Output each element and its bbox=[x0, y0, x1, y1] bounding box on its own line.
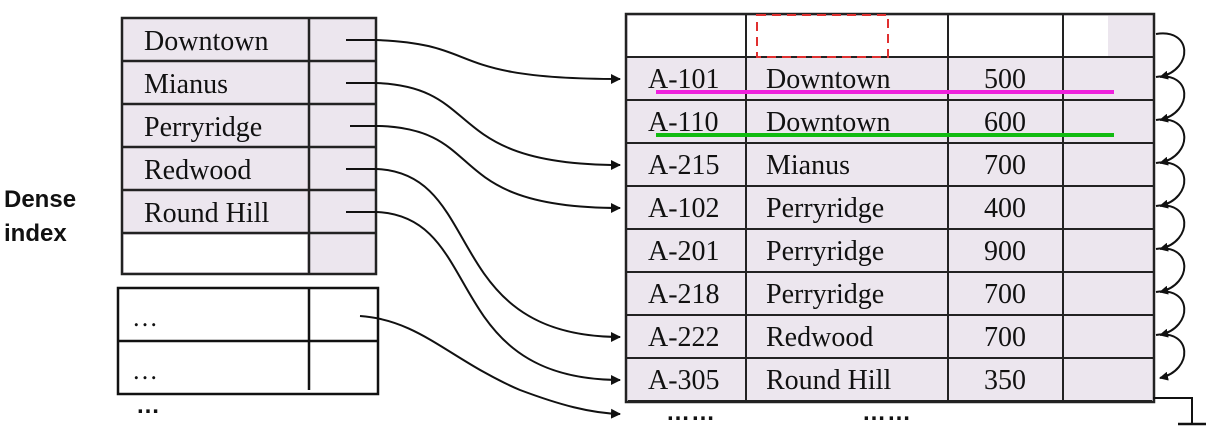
chain-pointer-arrow bbox=[1155, 247, 1186, 295]
record-branch: Perryridge bbox=[766, 236, 884, 267]
record-chain-pointers bbox=[1155, 32, 1186, 381]
index-entry: Redwood bbox=[144, 155, 251, 186]
record-branch: Downtown bbox=[766, 107, 890, 138]
overflow-more: … bbox=[136, 392, 161, 419]
file-more-left: …… bbox=[666, 399, 716, 426]
record-balance: 700 bbox=[984, 279, 1026, 310]
overflow-entry-1: … bbox=[132, 303, 158, 332]
index-entry: Downtown bbox=[144, 26, 268, 57]
chain-pointer-arrow bbox=[1155, 32, 1186, 80]
record-account: A-218 bbox=[648, 279, 720, 310]
chain-pointer-arrow bbox=[1155, 290, 1186, 338]
overflow-entry-2: … bbox=[132, 356, 158, 385]
file-more-right: …… bbox=[862, 399, 912, 426]
record-account: A-222 bbox=[648, 322, 720, 353]
record-balance: 600 bbox=[984, 107, 1026, 138]
record-balance: 900 bbox=[984, 236, 1026, 267]
overflow-pointer-arrow bbox=[359, 315, 621, 419]
chain-pointer-arrow bbox=[1155, 333, 1186, 381]
record-account: A-101 bbox=[648, 64, 720, 95]
chain-pointer-arrow bbox=[1155, 118, 1186, 166]
index-pointer-arrow bbox=[346, 39, 621, 84]
record-account: A-102 bbox=[648, 193, 720, 224]
dense-label-line2: index bbox=[4, 220, 67, 247]
record-account: A-201 bbox=[648, 236, 720, 267]
header-dashed-box bbox=[756, 14, 889, 58]
null-pointer-icon bbox=[1153, 397, 1206, 426]
index-entry: Mianus bbox=[144, 69, 228, 100]
record-account: A-305 bbox=[648, 365, 720, 396]
index-pointer-arrow bbox=[346, 168, 621, 342]
index-entry: Round Hill bbox=[144, 198, 269, 229]
record-account: A-110 bbox=[648, 107, 719, 138]
record-balance: 700 bbox=[984, 150, 1026, 181]
index-empty-slot bbox=[124, 235, 307, 272]
index-pointer-arrow bbox=[350, 125, 621, 213]
record-account: A-215 bbox=[648, 150, 720, 181]
dense-label-line1: Dense bbox=[4, 186, 76, 213]
record-branch: Round Hill bbox=[766, 365, 891, 396]
record-branch: Mianus bbox=[766, 150, 850, 181]
record-branch: Perryridge bbox=[766, 193, 884, 224]
index-entry: Perryridge bbox=[144, 112, 262, 143]
record-branch: Perryridge bbox=[766, 279, 884, 310]
file-frame bbox=[624, 12, 1156, 404]
chain-pointer-arrow bbox=[1155, 75, 1186, 123]
record-balance: 500 bbox=[984, 64, 1026, 95]
record-branch: Redwood bbox=[766, 322, 873, 353]
record-balance: 700 bbox=[984, 322, 1026, 353]
record-branch: Downtown bbox=[766, 64, 890, 95]
index-pointers bbox=[346, 39, 621, 419]
index-pointer-arrow bbox=[346, 211, 621, 385]
overflow-index-block: … … … bbox=[116, 286, 380, 419]
chain-pointer-arrow bbox=[1155, 204, 1186, 252]
index-pointer-arrow bbox=[346, 82, 621, 170]
file-header-strip bbox=[628, 16, 1108, 56]
record-balance: 350 bbox=[984, 365, 1026, 396]
record-balance: 400 bbox=[984, 193, 1026, 224]
chain-pointer-arrow bbox=[1155, 161, 1186, 209]
